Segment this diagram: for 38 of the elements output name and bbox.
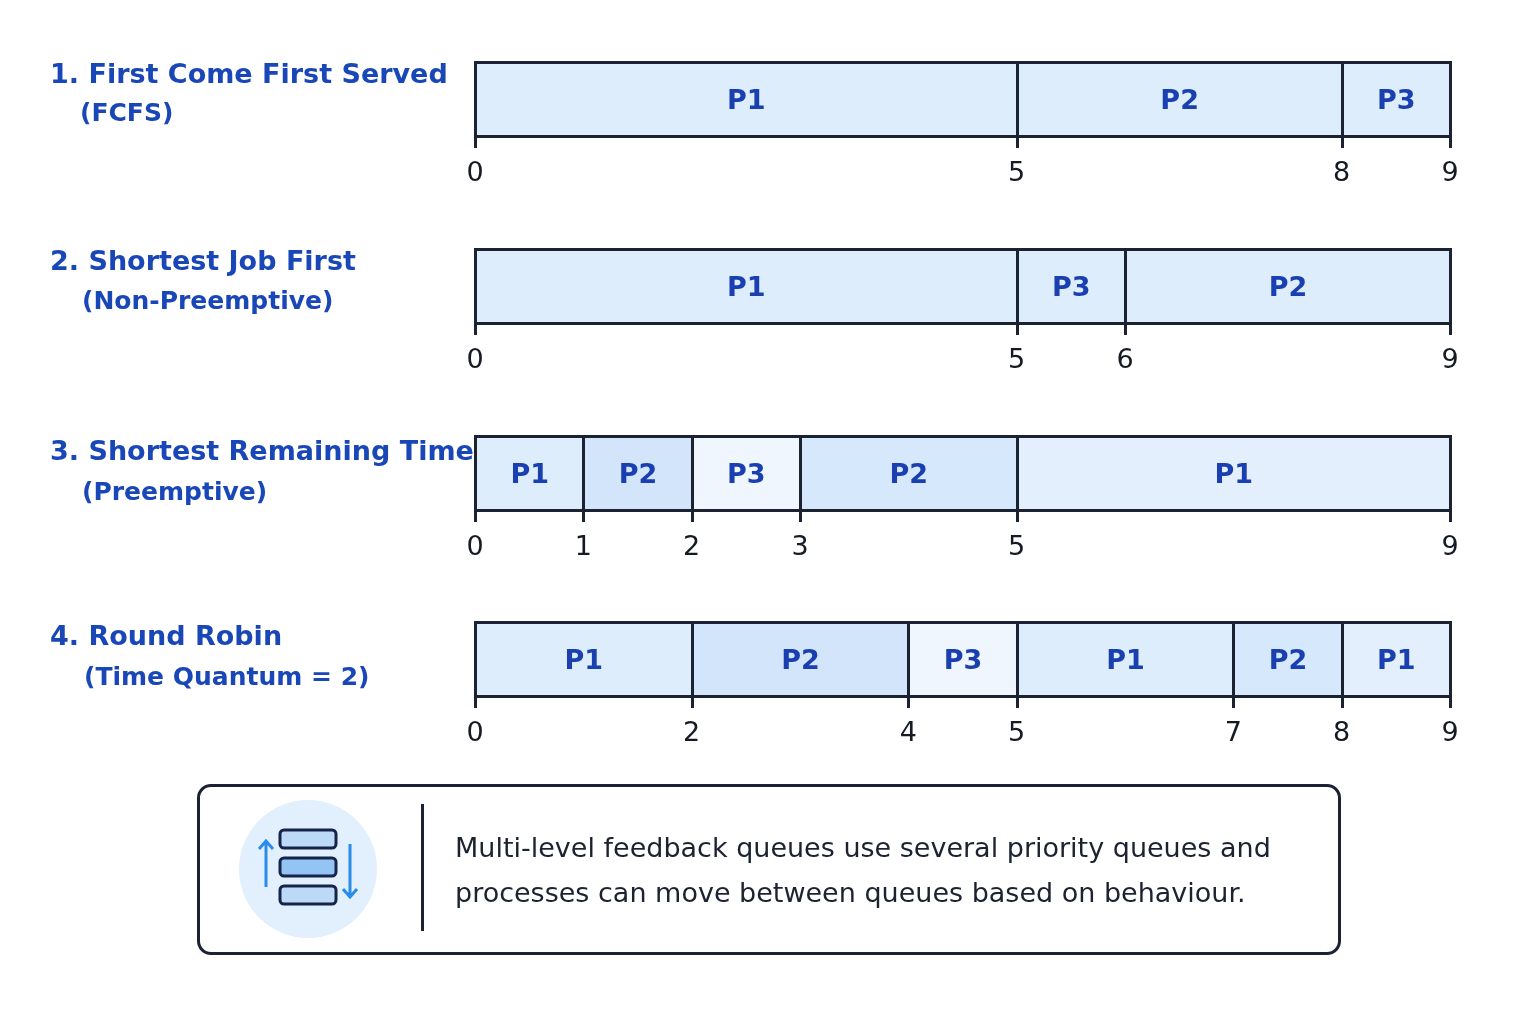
chart-subheading: (FCFS) xyxy=(80,98,174,127)
tick-label: 2 xyxy=(683,716,701,747)
tick-label: 9 xyxy=(1441,716,1459,747)
tick-label: 8 xyxy=(1333,716,1351,747)
chart-subheading: (Preemptive) xyxy=(82,477,268,506)
tick-label: 0 xyxy=(466,156,484,187)
gantt-segment: P1 xyxy=(474,621,694,698)
tick-label: 2 xyxy=(683,530,701,561)
gantt-segment: P2 xyxy=(1232,621,1344,698)
chart-heading: 2. Shortest Job First xyxy=(50,245,356,276)
tick-label: 9 xyxy=(1441,156,1459,187)
note-card xyxy=(197,784,1341,955)
chart-subheading: (Time Quantum = 2) xyxy=(84,662,370,691)
tick-label: 0 xyxy=(466,343,484,374)
chart-heading: 1. First Come First Served xyxy=(50,58,448,89)
tick-label: 7 xyxy=(1224,716,1242,747)
tick-label: 5 xyxy=(1008,156,1026,187)
tick-label: 9 xyxy=(1441,530,1459,561)
gantt-segment: P1 xyxy=(474,248,1019,325)
note-text: Multi-level feedback queues use several priority queues and processes can move between queues based on behaviour. xyxy=(455,831,1272,910)
gantt-segment: P3 xyxy=(907,621,1019,698)
tick-label: 1 xyxy=(574,530,592,561)
gantt-segment: P1 xyxy=(474,61,1019,138)
chart-heading: 3. Shortest Remaining Time xyxy=(50,435,474,466)
tick-label: 5 xyxy=(1008,343,1026,374)
chart-subheading: (Non-Preemptive) xyxy=(82,286,334,315)
gantt-segment: P2 xyxy=(582,435,694,512)
tick-label: 6 xyxy=(1116,343,1134,374)
tick-label: 0 xyxy=(466,716,484,747)
chart-heading: 4. Round Robin xyxy=(50,620,283,651)
gantt-segment: P2 xyxy=(799,435,1019,512)
tick-label: 5 xyxy=(1008,530,1026,561)
tick-label: 5 xyxy=(1008,716,1026,747)
tick-label: 3 xyxy=(791,530,809,561)
tick-label: 9 xyxy=(1441,343,1459,374)
tick-label: 8 xyxy=(1333,156,1351,187)
tick-label: 4 xyxy=(899,716,917,747)
tick-label: 0 xyxy=(466,530,484,561)
